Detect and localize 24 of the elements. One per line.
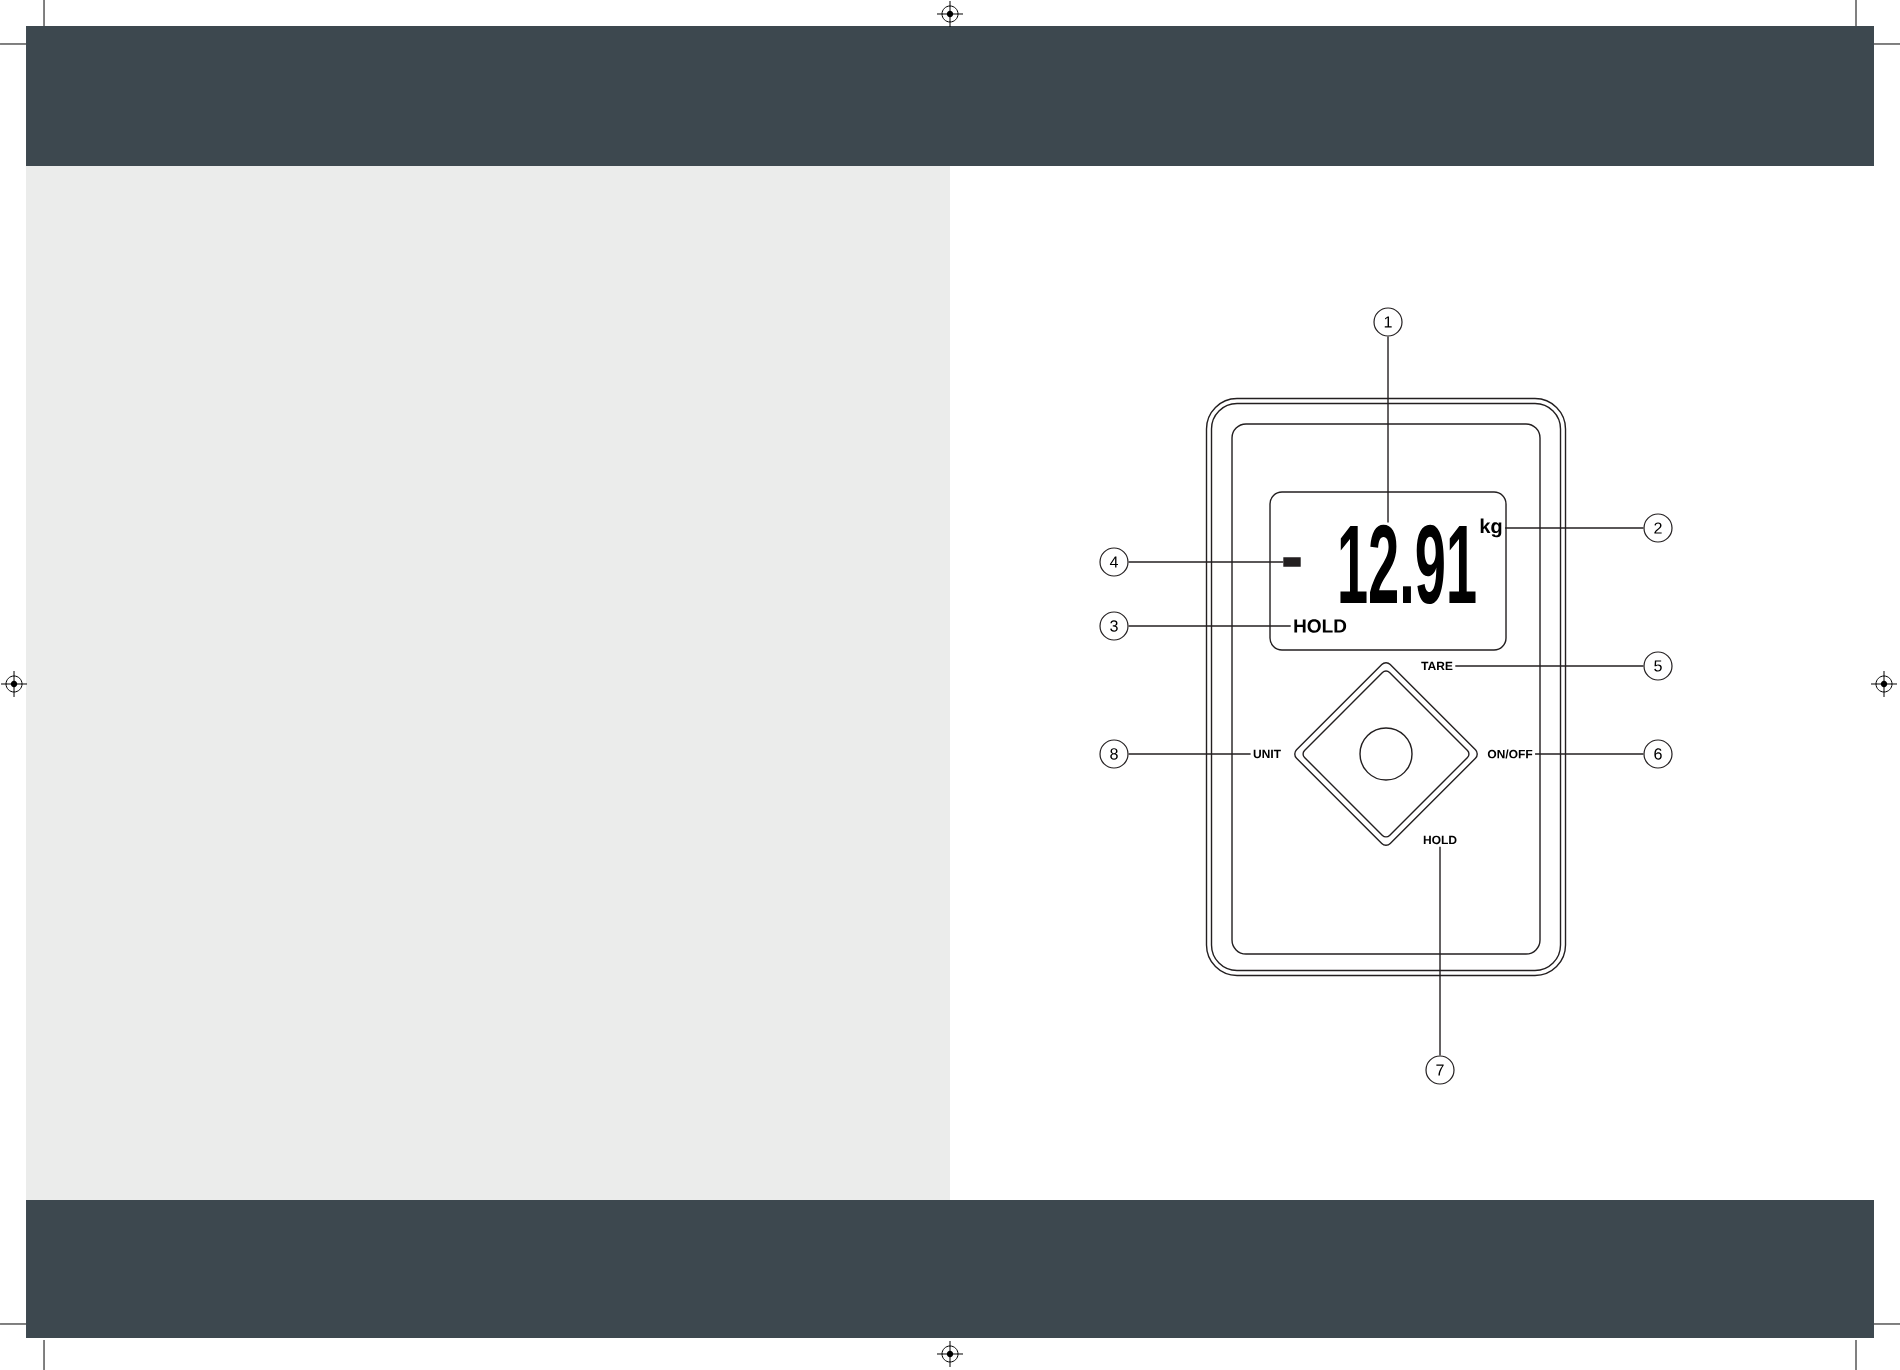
callout-number: 2 — [1643, 513, 1673, 543]
leader-line — [1439, 845, 1441, 1057]
leader-line — [1127, 753, 1252, 755]
leader-line — [1127, 625, 1292, 627]
display-screen — [1269, 491, 1507, 651]
round-button — [1359, 727, 1413, 781]
unit-label: kg — [1480, 518, 1502, 538]
leader-line — [1534, 753, 1645, 755]
callout-number: 1 — [1373, 307, 1403, 337]
callout-number: 8 — [1099, 739, 1129, 769]
callout-number: 3 — [1099, 611, 1129, 641]
callout-number: 7 — [1425, 1055, 1455, 1085]
diamond-button — [1294, 662, 1478, 846]
callout-number: 5 — [1643, 651, 1673, 681]
display-digits: 12.91 — [1340, 524, 1476, 605]
leader-line — [1387, 335, 1389, 524]
leader-line — [1127, 561, 1284, 563]
leader-line — [1504, 527, 1645, 529]
device-body — [1205, 397, 1567, 977]
leader-line — [1454, 665, 1645, 667]
callout-number: 4 — [1099, 547, 1129, 577]
callout-number: 6 — [1643, 739, 1673, 769]
display-label: HOLD — [1294, 619, 1347, 633]
minus-segment — [1283, 557, 1301, 567]
